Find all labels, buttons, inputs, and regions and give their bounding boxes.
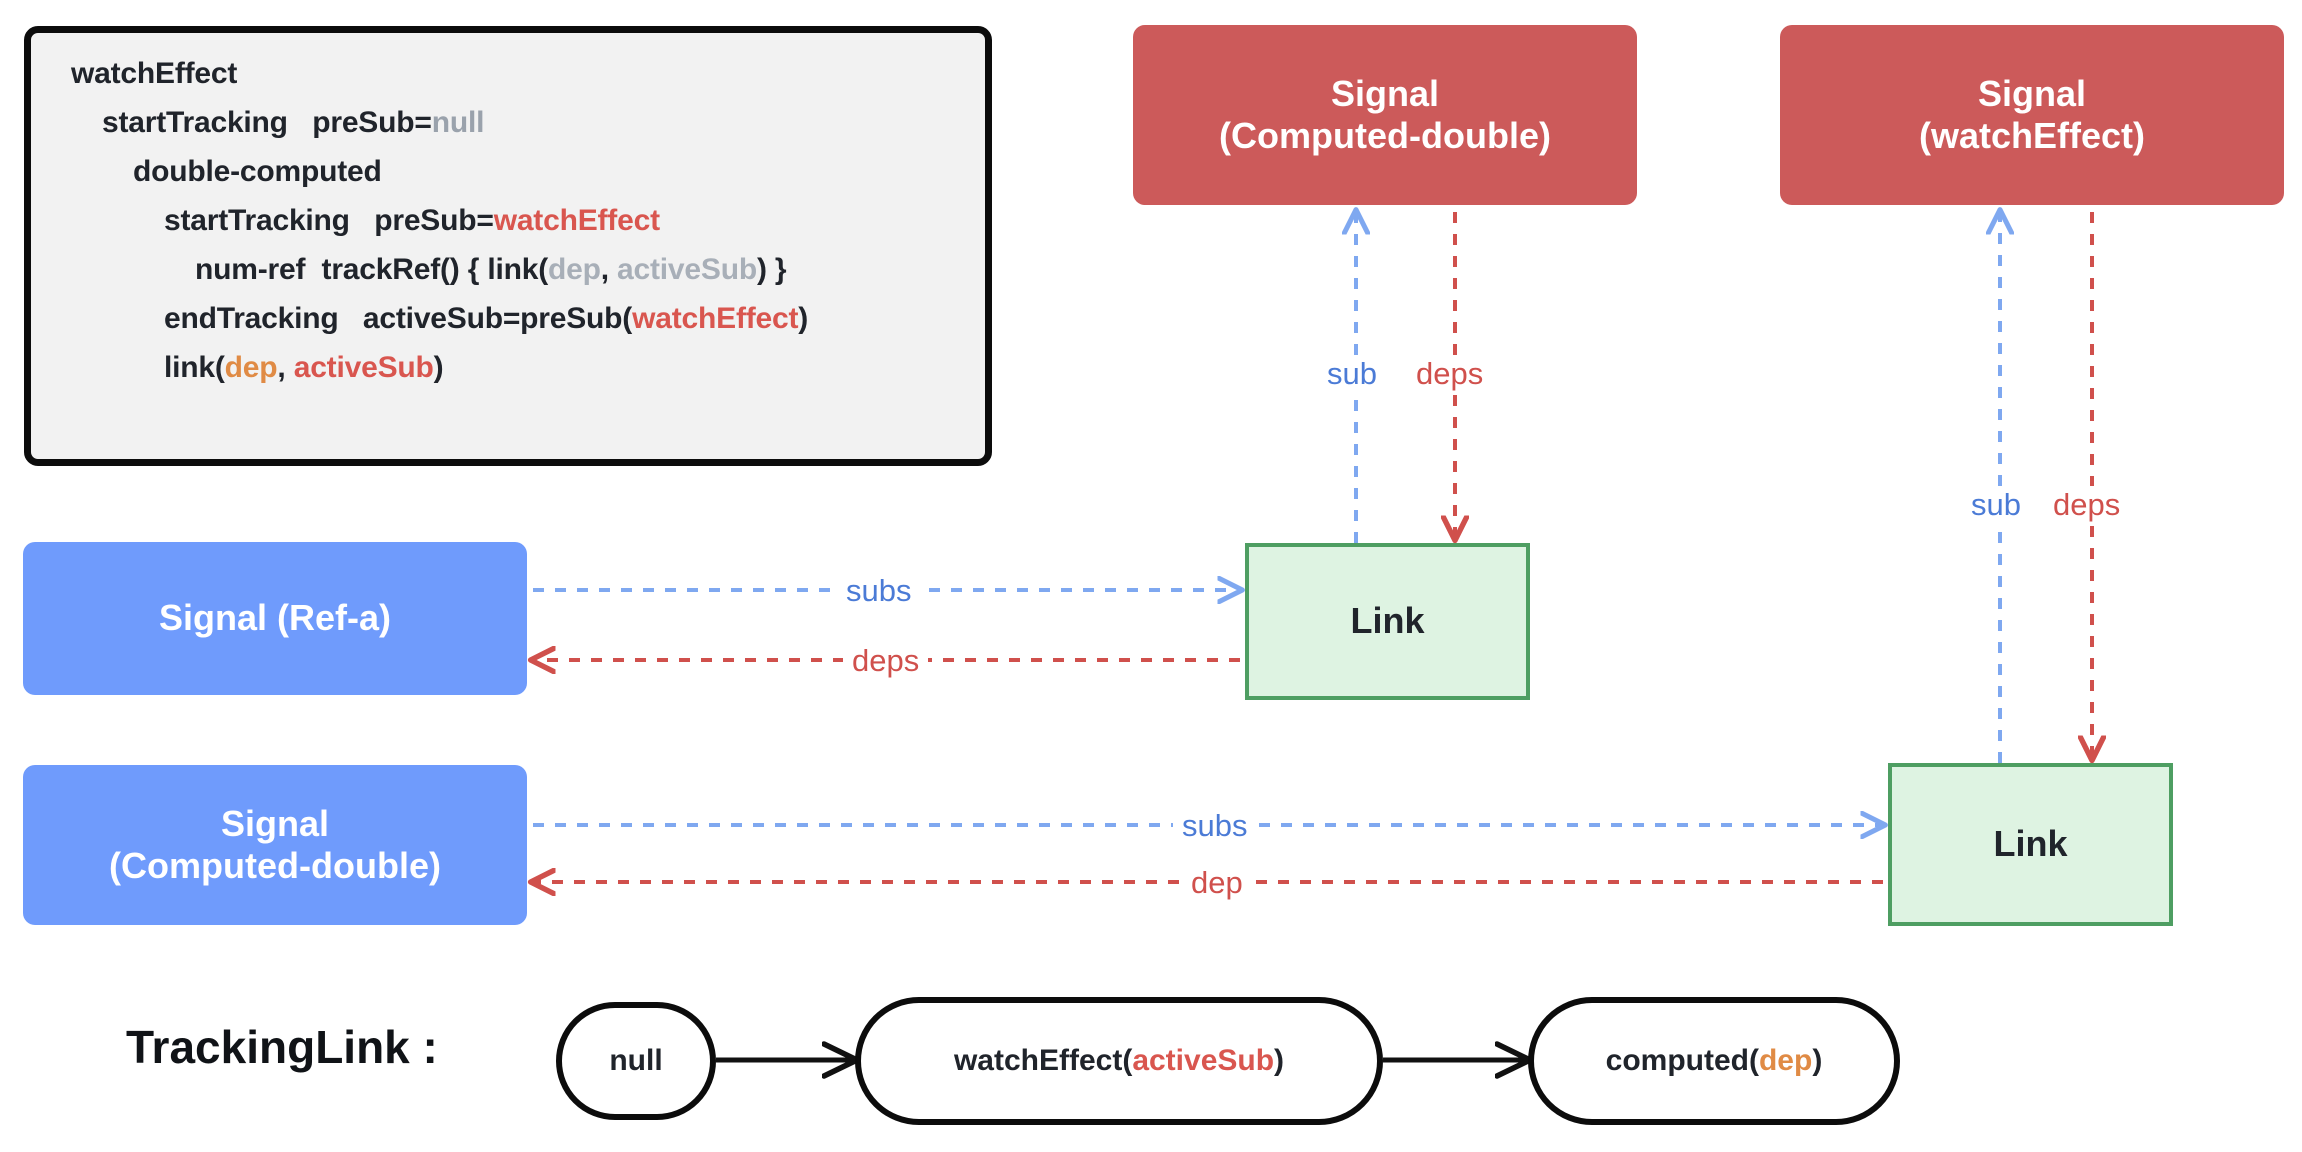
code-token: computed( (1605, 1044, 1759, 1077)
tracking-step-label: null (609, 1044, 662, 1078)
code-token: endTracking activeSub=preSub( (164, 302, 633, 335)
tracking-step-label: computed(dep) (1606, 1044, 1823, 1078)
edge-label-ref-a-deps: deps (843, 645, 929, 676)
tracking-step-watch-effect[interactable]: watchEffect(activeSub) (855, 997, 1383, 1125)
code-token: activeSub (617, 253, 757, 286)
code-line-0: watchEffect (31, 49, 985, 98)
node-label: Link (1993, 823, 2068, 865)
tracking-link-title: TrackingLink : (126, 1021, 438, 1073)
node-label: Link (1350, 600, 1425, 642)
code-token: , (277, 351, 294, 384)
node-link-upper[interactable]: Link (1245, 543, 1530, 700)
code-token: null (609, 1044, 663, 1077)
code-token: watchEffect (632, 302, 799, 335)
code-line-5: endTracking activeSub=preSub(watchEffect… (31, 294, 985, 343)
edge-label-watch-effect-sub: sub (1962, 489, 2030, 520)
code-token: link( (164, 351, 225, 384)
edge-label-computed-dep: dep (1182, 867, 1252, 898)
code-token: activeSub (1132, 1044, 1275, 1077)
code-token: watchEffect( (953, 1044, 1133, 1077)
code-line-6: link(dep, activeSub) (31, 343, 985, 392)
code-line-3: startTracking preSub=watchEffect (31, 196, 985, 245)
node-signal-ref-a[interactable]: Signal (Ref-a) (23, 542, 527, 695)
tracking-step-label: watchEffect(activeSub) (954, 1044, 1284, 1078)
edge-label-computed-double-sub: sub (1318, 358, 1386, 389)
code-token: startTracking preSub= (102, 106, 432, 139)
code-token: ) (1274, 1044, 1285, 1077)
code-token: ) (798, 302, 809, 335)
code-token: ) (433, 351, 444, 384)
code-token: watchEffect (71, 57, 238, 90)
edge-label-ref-a-subs: subs (837, 575, 921, 606)
node-signal-computed-double[interactable]: Signal (Computed-double) (23, 765, 527, 925)
code-line-1: startTracking preSub=null (31, 98, 985, 147)
code-token: double-computed (133, 155, 382, 188)
code-token: ) } (756, 253, 787, 286)
node-label: Signal (Computed-double) (109, 802, 441, 886)
code-token: num-ref trackRef() { link( (195, 253, 548, 286)
code-line-4: num-ref trackRef() { link(dep, activeSub… (31, 245, 985, 294)
code-token: dep (1758, 1044, 1813, 1077)
code-token: dep (548, 253, 601, 286)
node-signal-watch-effect-top[interactable]: Signal (watchEffect) (1780, 25, 2284, 205)
tracking-step-null[interactable]: null (556, 1002, 716, 1120)
edge-label-computed-subs: subs (1173, 810, 1257, 841)
node-label: Signal (Ref-a) (158, 597, 391, 639)
node-label: Signal (watchEffect) (1918, 72, 2146, 156)
code-token: null (431, 106, 485, 139)
code-token: , (600, 253, 618, 286)
code-token: watchEffect (493, 204, 660, 237)
edge-label-watch-effect-deps: deps (2044, 489, 2130, 520)
node-link-lower[interactable]: Link (1888, 763, 2173, 926)
code-token: activeSub (293, 351, 434, 384)
tracking-step-computed[interactable]: computed(dep) (1528, 997, 1900, 1125)
code-line-2: double-computed (31, 147, 985, 196)
code-token: ) (1812, 1044, 1823, 1077)
code-token: startTracking preSub= (164, 204, 494, 237)
edge-label-computed-double-deps: deps (1407, 358, 1493, 389)
code-token: dep (224, 351, 278, 384)
node-label: Signal (Computed-double) (1219, 72, 1551, 156)
node-signal-computed-double-top[interactable]: Signal (Computed-double) (1133, 25, 1637, 205)
